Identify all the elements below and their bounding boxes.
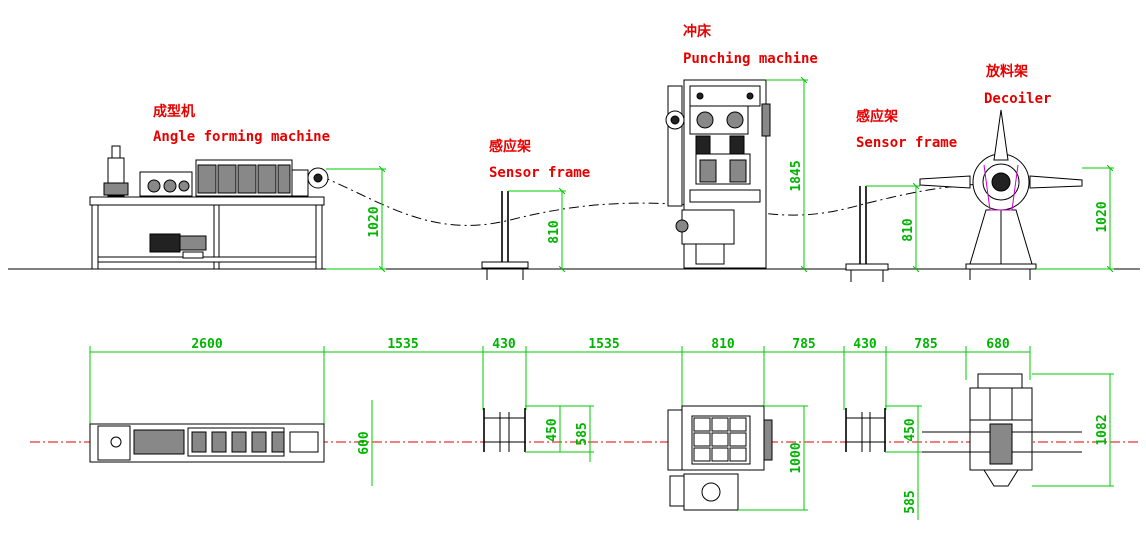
punch-width-dim: 810 <box>711 337 735 352</box>
decoiler-height-dim: 1020 <box>1095 201 1110 232</box>
punch-label-cn: 冲床 <box>683 23 712 40</box>
sensor1-width-dim: 430 <box>492 337 516 352</box>
strip-path-curve <box>319 175 1001 226</box>
gap3-dim: 785 <box>792 337 815 352</box>
punch-depth-dim: 1000 <box>789 442 804 473</box>
decoiler-elevation <box>919 109 1083 280</box>
forming-length-dim: 2600 <box>191 337 222 352</box>
punch-label-en: Punching machine <box>683 51 818 67</box>
sensor-frame-2-plan <box>845 408 886 452</box>
sensor2-label-en: Sensor frame <box>856 135 957 151</box>
forming-machine-elevation <box>89 145 329 270</box>
decoiler-width-dim: 680 <box>986 337 1010 352</box>
elevation-dims <box>326 80 1114 269</box>
sensor1-height-dim: 810 <box>547 220 562 244</box>
forming-label-en: Angle forming machine <box>153 129 330 145</box>
forming-depth-dim: 600 <box>357 431 372 455</box>
forming-height-dim: 1020 <box>367 206 382 237</box>
sensor2-label-cn: 感应架 <box>856 108 898 125</box>
sensor-frame-1-plan <box>483 408 526 452</box>
sensor2-depth-dim: 450 <box>903 418 918 442</box>
sensor2-offset-dim: 585 <box>903 490 918 513</box>
punching-machine-elevation <box>665 79 771 269</box>
plan-dim-chain <box>89 346 1031 428</box>
punching-machine-plan <box>667 405 773 511</box>
gap2-dim: 1535 <box>588 337 619 352</box>
sensor1-depth-total-dim: 585 <box>575 422 590 445</box>
punch-height-dim: 1845 <box>789 160 804 191</box>
forming-label-cn: 成型机 <box>153 103 195 120</box>
gap4-dim: 785 <box>914 337 937 352</box>
sensor1-label-cn: 感应架 <box>489 138 531 155</box>
forming-machine-plan <box>89 423 325 463</box>
sensor1-depth-dim: 450 <box>545 418 560 442</box>
sensor1-label-en: Sensor frame <box>489 165 590 181</box>
sensor-frame-2-elevation <box>845 186 889 282</box>
decoiler-label-cn: 放料架 <box>985 63 1028 80</box>
decoiler-label-en: Decoiler <box>984 91 1051 107</box>
decoiler-depth-dim: 1082 <box>1095 414 1110 445</box>
decoiler-plan <box>922 373 1082 487</box>
gap1-dim: 1535 <box>387 337 418 352</box>
sensor2-width-dim: 430 <box>853 337 877 352</box>
sensor2-height-dim: 810 <box>901 218 916 242</box>
sensor-frame-1-elevation <box>481 191 529 280</box>
